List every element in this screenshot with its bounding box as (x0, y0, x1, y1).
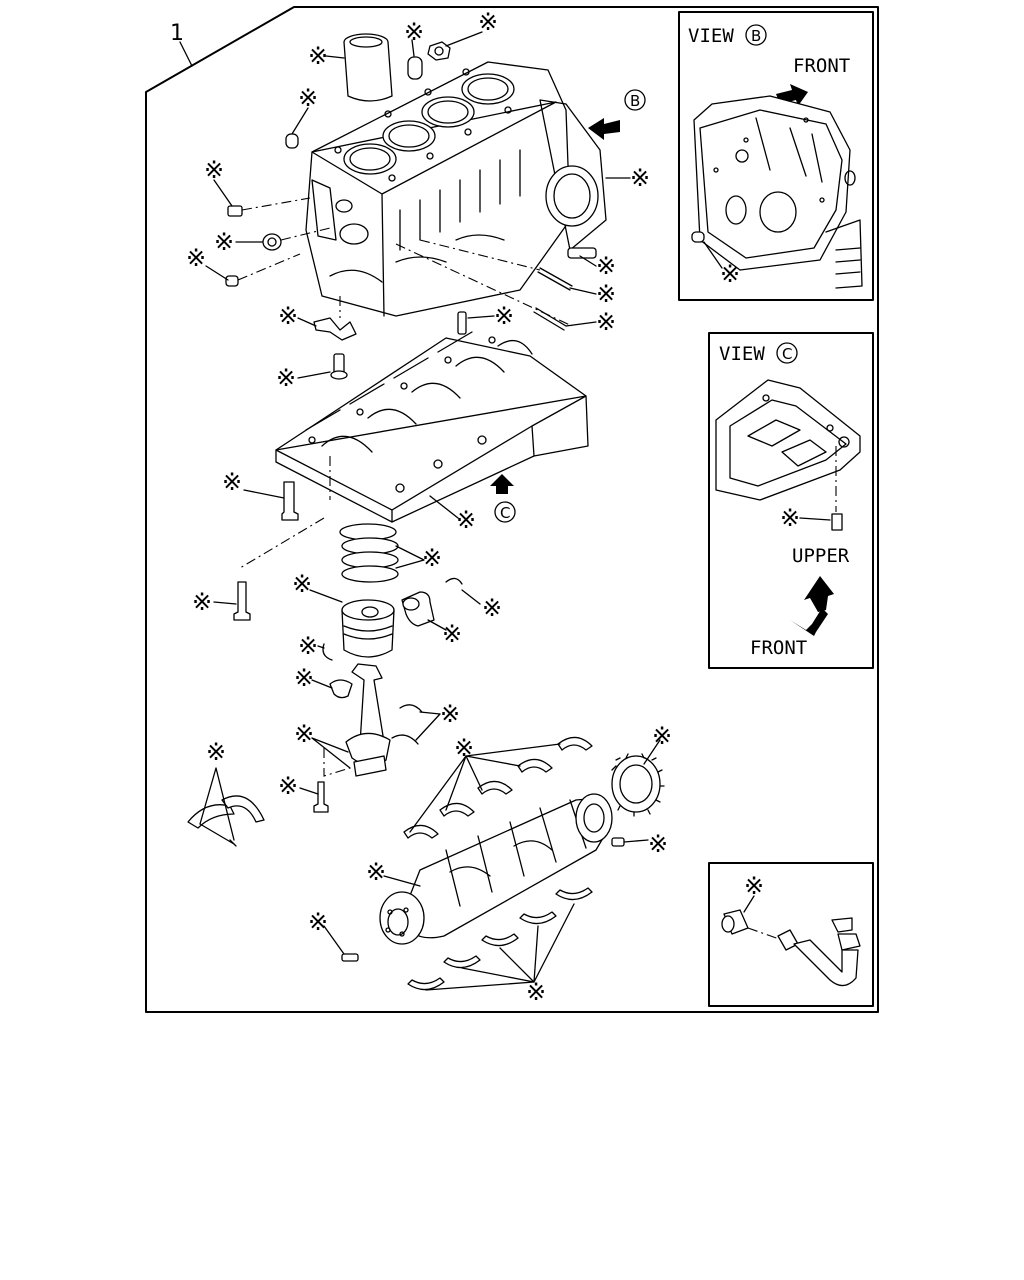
part-mark: ※ (482, 594, 502, 622)
part-mark: ※ (192, 588, 212, 616)
part-mark: ※ (298, 84, 318, 112)
part-mark: ※ (440, 700, 460, 728)
part-mark: ※ (454, 734, 474, 762)
part-mark: ※ (298, 632, 318, 660)
part-mark: ※ (422, 544, 442, 572)
cylinder-block: B (225, 33, 646, 341)
part-mark: ※ (456, 506, 476, 534)
part-mark: ※ (648, 830, 668, 858)
part-mark: ※ (292, 570, 312, 598)
part-mark: ※ (294, 664, 314, 692)
part-mark: ※ (442, 620, 462, 648)
main-frame: 1 (145, 6, 879, 1013)
view-b-front-label: FRONT (793, 55, 850, 77)
part-mark: ※ (494, 302, 514, 330)
part-mark: ※ (278, 302, 298, 330)
detail-part-mark: ※ (744, 872, 764, 900)
view-b-marker: B (630, 92, 640, 110)
part-mark: ※ (186, 244, 206, 272)
part-mark: ※ (204, 156, 224, 184)
part-marks-main: ※ ※ ※ ※ ※ ※ ※ ※ ※ ※ ※ ※ ※ ※ ※ ※ ※ ※ ※ ※ … (186, 8, 672, 1006)
part-mark: ※ (276, 364, 296, 392)
part-mark: ※ (630, 164, 650, 192)
part-mark: ※ (652, 722, 672, 750)
right-studs (395, 239, 597, 331)
crankshaft (341, 736, 665, 991)
piston-assembly (313, 523, 463, 813)
part-mark: ※ (596, 308, 616, 336)
thrust-washers (187, 795, 265, 847)
view-b-word: VIEW (688, 25, 734, 47)
view-c-front-label: FRONT (750, 637, 807, 659)
part-mark: ※ (308, 42, 328, 70)
detail-inset: ※ (708, 862, 874, 1007)
view-c-part-mark: ※ (780, 504, 800, 532)
part-mark: ※ (222, 468, 242, 496)
part-mark: ※ (278, 772, 298, 800)
cylinder-liner (343, 33, 393, 102)
part-mark: ※ (294, 720, 314, 748)
part-mark: ※ (308, 908, 328, 936)
part-mark: ※ (214, 228, 234, 256)
crankcase: C (233, 311, 589, 621)
view-c-inset: VIEW C ※ UPPER FRONT (708, 332, 874, 669)
part-mark: ※ (206, 738, 226, 766)
leader-lines (199, 31, 661, 991)
part-mark: ※ (596, 280, 616, 308)
part-mark: ※ (366, 858, 386, 886)
part-mark: ※ (526, 978, 546, 1006)
view-b-letter: B (751, 27, 761, 45)
view-c-letter: C (782, 345, 792, 363)
part-mark: ※ (596, 252, 616, 280)
view-c-upper-label: UPPER (792, 545, 850, 567)
view-c-marker: C (500, 504, 510, 522)
part-mark: ※ (478, 8, 498, 36)
view-b-part-mark: ※ (720, 260, 740, 288)
view-c-word: VIEW (719, 343, 765, 365)
view-b-inset: VIEW B FRONT ※ (678, 11, 874, 301)
part-mark: ※ (404, 18, 424, 46)
assembly-callout-number: 1 (170, 21, 184, 46)
